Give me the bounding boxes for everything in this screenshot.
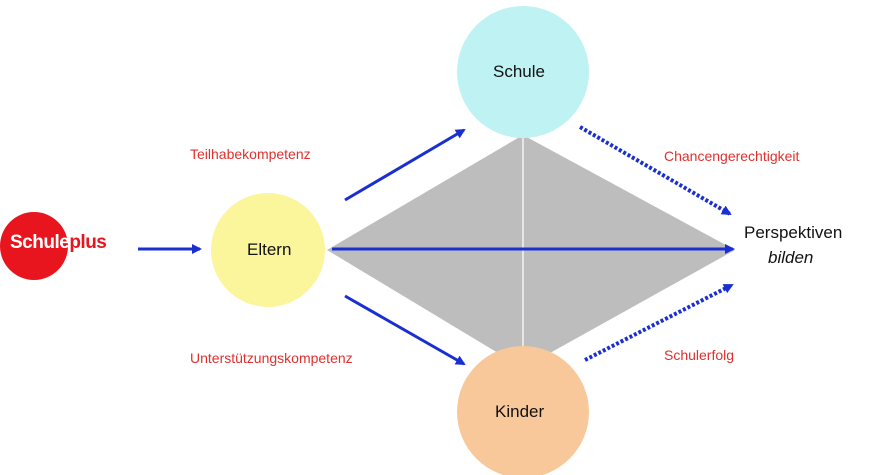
logo-wordmark: Schuleplus	[10, 232, 107, 254]
eltern-to-kinder-arrow	[344, 294, 466, 366]
unterstuetzungskompetenz-label: Unterstützungskompetenz	[190, 350, 353, 366]
eltern-to-schule-arrow	[344, 128, 466, 202]
kinder-circle	[457, 346, 589, 475]
schuleplus-logo	[0, 212, 68, 280]
bilden-label: bilden	[768, 248, 814, 267]
logo-text-schule: Schule	[10, 232, 70, 253]
eltern-label: Eltern	[247, 240, 292, 259]
logo-text-plus: plus	[69, 232, 107, 253]
perspektiven-label: Perspektiven	[744, 223, 843, 242]
diamond-shape	[327, 135, 735, 368]
eltern-circle	[211, 193, 325, 307]
schule-label: Schule	[493, 62, 545, 81]
kinder-label: Kinder	[495, 402, 545, 421]
logo-circle	[0, 212, 68, 280]
kinder-to-perspektiven-arrow	[584, 283, 734, 362]
schule-circle	[457, 6, 589, 138]
schulerfolg-label: Schulerfolg	[664, 347, 735, 363]
chancengerechtigkeit-label: Chancengerechtigkeit	[664, 148, 800, 164]
teilhabekompetenz-label: Teilhabekompetenz	[190, 146, 311, 162]
schule-to-perspektiven-arrow	[578, 125, 732, 216]
